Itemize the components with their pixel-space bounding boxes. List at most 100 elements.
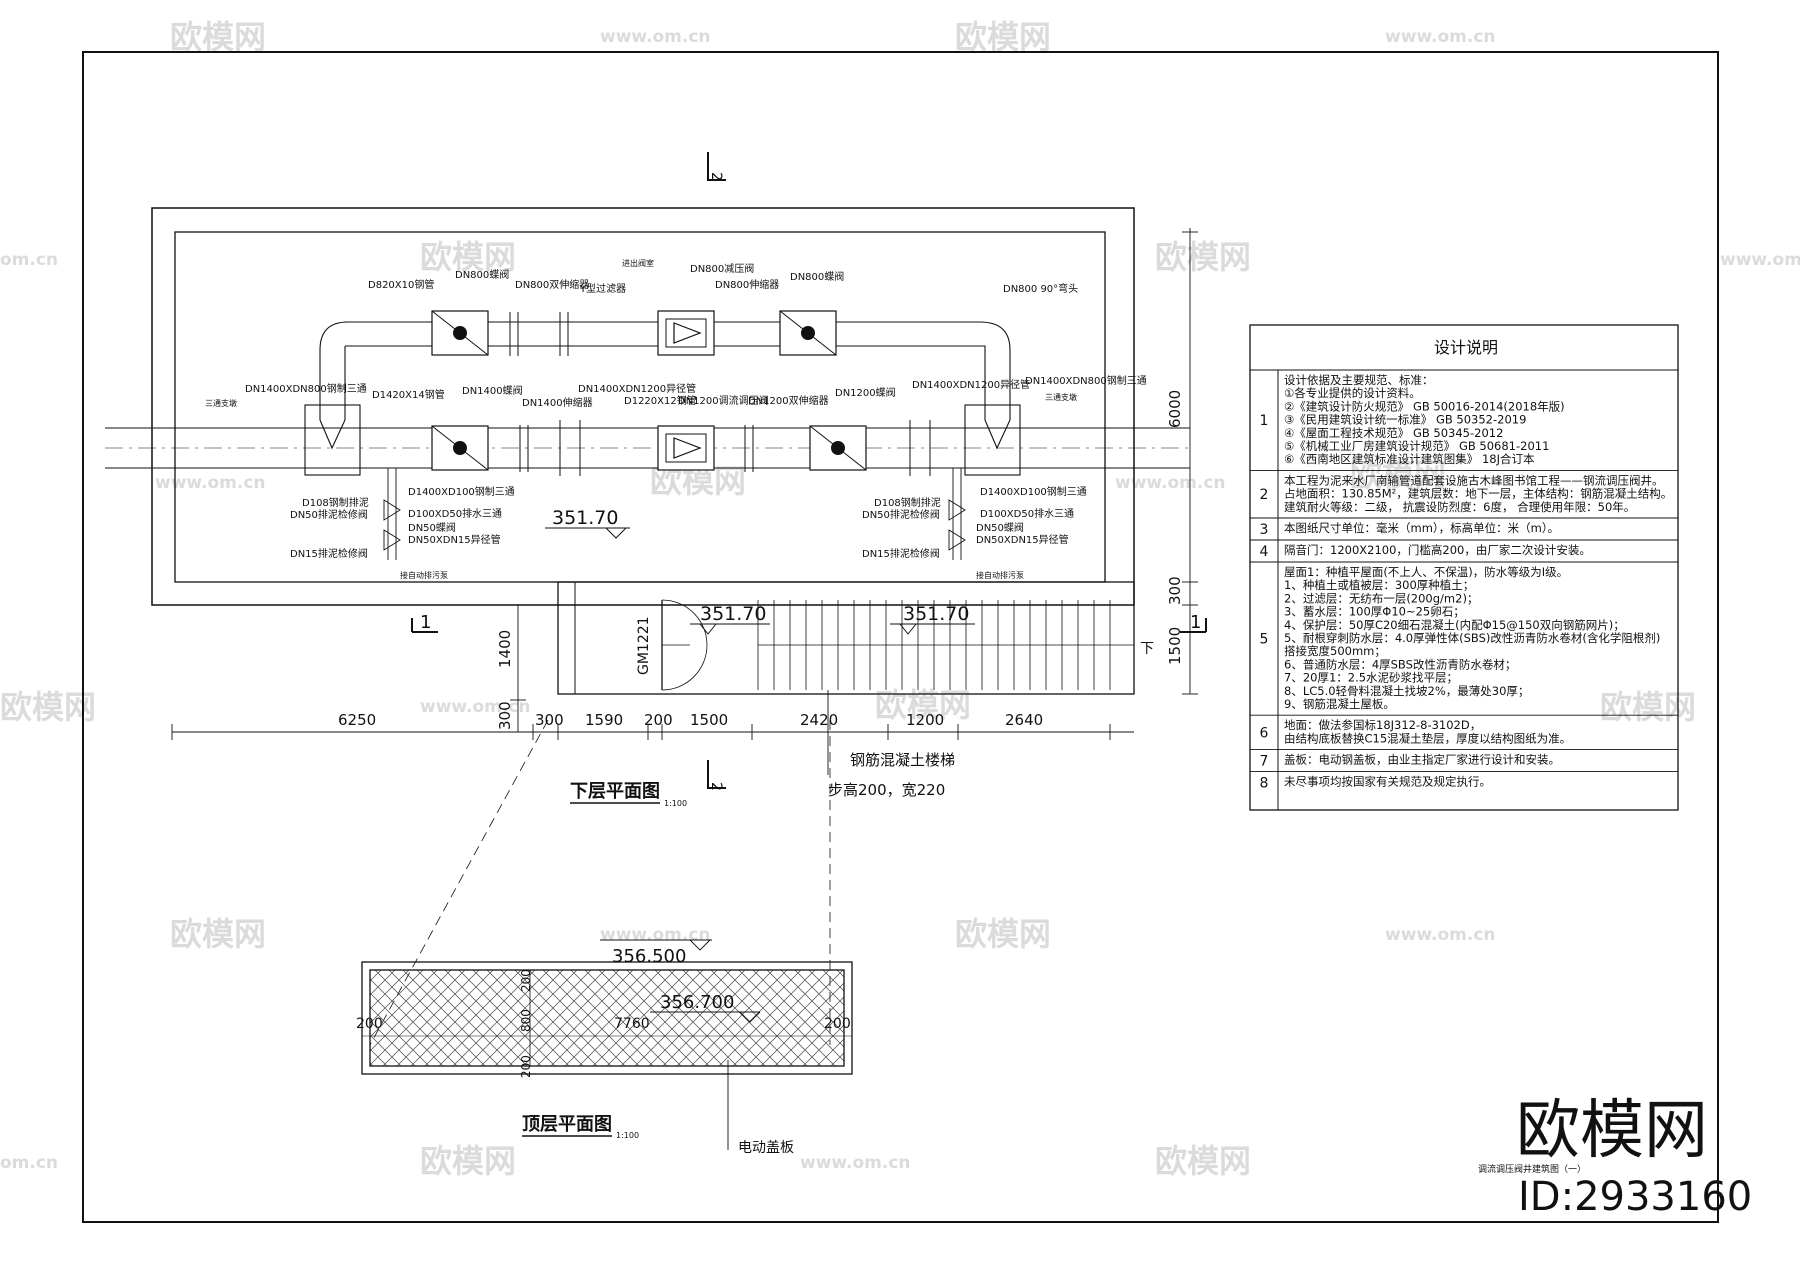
notes-row-number: 2 bbox=[1260, 487, 1269, 503]
elevation-marks: 351.70 351.70 351.70 bbox=[545, 507, 975, 635]
pipe-label: D820X10钢管 bbox=[368, 278, 434, 291]
pipe-label: 进出阀室 bbox=[622, 258, 654, 268]
pipe-label: DN800伸缩器 bbox=[715, 278, 779, 291]
watermark-brand: 欧模网 bbox=[1350, 456, 1446, 494]
watermark-layer: 欧模网 欧模网 www.om.cn www.om.cn om.cn 欧模网 ww… bbox=[0, 18, 1800, 1180]
notes-row-number: 3 bbox=[1260, 522, 1269, 538]
lower-plan: 下 GM1221 bbox=[105, 152, 1207, 808]
notes-row-line: ⑥《西南地区建筑标准设计建筑图集》 18J合订本 bbox=[1284, 452, 1535, 466]
watermark-url: www.om.cn bbox=[1385, 925, 1496, 945]
watermark-url: om.cn bbox=[0, 250, 58, 270]
watermark-url: www.om.cn bbox=[600, 27, 711, 47]
pipe-label: DN800双伸缩器 bbox=[515, 278, 589, 291]
watermark-url: www.om.cn bbox=[155, 473, 266, 493]
watermark-brand: 欧模网 bbox=[875, 686, 971, 724]
watermark-url: www.om.cn bbox=[1115, 473, 1226, 493]
notes-row-line: ①各专业提供的设计资料。 bbox=[1284, 386, 1421, 400]
top-plan-title: 顶层平面图 bbox=[522, 1114, 612, 1135]
pipe-label: DN800减压阀 bbox=[690, 262, 754, 275]
notes-row-line: 建筑耐火等级：二级， 抗震设防烈度：6度， 合理使用年限：50年。 bbox=[1284, 500, 1635, 514]
svg-text:D100XD50排水三通: D100XD50排水三通 bbox=[980, 507, 1074, 520]
notes-row-line: 设计依据及主要规范、标准： bbox=[1284, 373, 1434, 387]
section-mark-2: 2 bbox=[708, 172, 724, 181]
watermark-brand: 欧模网 bbox=[420, 238, 516, 276]
labels-left-branch: D108钢制排泥 DN50排泥检修阀 DN50蝶阀 DN50XDN15异径管 D… bbox=[290, 485, 515, 580]
svg-text:接自动排污泵: 接自动排污泵 bbox=[400, 570, 448, 580]
svg-text:DN50排泥检修阀: DN50排泥检修阀 bbox=[290, 508, 368, 521]
watermark-logo-2: 欧模网 bbox=[955, 18, 1051, 56]
pipe-label: D1220X12钢管 bbox=[624, 394, 697, 407]
id-label: ID:2933160 bbox=[1518, 1174, 1752, 1220]
watermark-brand: 欧模网 bbox=[1155, 238, 1251, 276]
pipe-label: DN1400XDN800钢制三通 bbox=[1025, 374, 1147, 387]
pipe-label: 三通支墩 bbox=[205, 398, 237, 408]
svg-text:1200: 1200 bbox=[906, 711, 944, 729]
labels-right-branch: D108钢制排泥 DN50排泥检修阀 DN50蝶阀 DN50XDN15异径管 D… bbox=[862, 485, 1087, 580]
notes-row-line: 隔音门：1200X2100，门槛高200，由厂家二次设计安装。 bbox=[1284, 543, 1591, 557]
svg-text:300: 300 bbox=[496, 701, 514, 730]
section-marks bbox=[411, 152, 1207, 789]
stair-note: 钢筋混凝土楼梯 bbox=[850, 751, 955, 769]
dimension-bottom-values: 6250 300 1590 200 1500 2420 1200 2640 bbox=[338, 711, 1043, 729]
svg-text:DN50蝶阀: DN50蝶阀 bbox=[976, 521, 1024, 534]
notes-row-line: 2、过滤层：无纺布一层(200g/m2)； bbox=[1284, 591, 1478, 605]
notes-row-line: 地面：做法参国标18J312-8-3102D， bbox=[1284, 718, 1481, 732]
svg-text:2420: 2420 bbox=[800, 711, 838, 729]
elevation-label: 351.70 bbox=[700, 603, 766, 625]
section-mark-2: 2 bbox=[708, 782, 724, 791]
labels-top: D820X10钢管 DN800蝶阀 DN800双伸缩器 Y型过滤器 DN800减… bbox=[368, 258, 1078, 295]
svg-text:D100XD50排水三通: D100XD50排水三通 bbox=[408, 507, 502, 520]
notes-row-number: 5 bbox=[1260, 632, 1269, 648]
pipe-label: DN800蝶阀 bbox=[455, 268, 509, 281]
door-code: GM1221 bbox=[636, 616, 652, 675]
labels-bottom-row: DN1400XDN800钢制三通 D1420X14钢管 DN1400蝶阀 DN1… bbox=[205, 374, 1147, 409]
stair-direction: 下 bbox=[1140, 641, 1154, 657]
svg-text:1500: 1500 bbox=[690, 711, 728, 729]
svg-text:200: 200 bbox=[519, 969, 533, 992]
valve-dn800-right bbox=[779, 310, 837, 356]
svg-text:200: 200 bbox=[356, 1016, 383, 1032]
pipe-label: DN1400蝶阀 bbox=[462, 384, 523, 397]
notes-row-line: 6、普通防水层：4厚SBS改性沥青防水卷材； bbox=[1284, 657, 1516, 671]
brand-watermark: 欧模网 bbox=[1516, 1094, 1708, 1168]
watermark-url: om.cn bbox=[0, 1153, 58, 1173]
notes-row-line: 搭接宽度500mm； bbox=[1284, 644, 1386, 658]
pipe-label: Y型过滤器 bbox=[579, 282, 626, 295]
svg-text:200: 200 bbox=[519, 1055, 533, 1078]
pipe-label: D1420X14钢管 bbox=[372, 388, 445, 401]
pipe-label: DN1400XDN800钢制三通 bbox=[245, 382, 367, 395]
dimension-bottom bbox=[171, 724, 1134, 740]
notes-title: 设计说明 bbox=[1434, 338, 1498, 357]
door-gm1221 bbox=[661, 599, 708, 691]
watermark-url: www.om.cn bbox=[1385, 27, 1496, 47]
notes-row-number: 4 bbox=[1260, 544, 1269, 560]
watermark-url: www.om.cn bbox=[1720, 250, 1800, 270]
notes-row-number: 8 bbox=[1260, 776, 1269, 792]
svg-text:200: 200 bbox=[644, 711, 673, 729]
stair-shaft-outer bbox=[557, 581, 1135, 695]
notes-row-line: 3、蓄水层：100厚Φ10~25卵石； bbox=[1284, 605, 1465, 619]
top-plan-scale: 1:100 bbox=[616, 1131, 639, 1140]
pipe-label: DN1200蝶阀 bbox=[835, 386, 896, 399]
sheet-title: 调流调压阀井建筑图（一） bbox=[1478, 1163, 1586, 1175]
watermark-brand: 欧模网 bbox=[0, 688, 96, 726]
pipe-label: DN1400XDN1200异径管 bbox=[912, 378, 1030, 391]
flanges bbox=[509, 312, 931, 476]
pipe-label: DN1400伸缩器 bbox=[522, 396, 593, 409]
valve-dn1400-left bbox=[431, 425, 489, 471]
watermark-url: www.om.cn bbox=[600, 925, 711, 945]
notes-row-number: 1 bbox=[1260, 413, 1269, 429]
notes-row-line: 1、种植土或植被层：300厚种植土； bbox=[1284, 578, 1474, 592]
notes-row-number: 7 bbox=[1260, 754, 1269, 770]
pipe-label: DN1200调流调压阀 bbox=[678, 394, 769, 407]
top-plan-note: 电动盖板 bbox=[738, 1140, 794, 1156]
notes-row-number: 6 bbox=[1260, 725, 1269, 741]
notes-row-line: 4、保护层：50厚C20细石混凝土(内配Φ15@150双向钢筋网片)； bbox=[1284, 618, 1625, 632]
svg-text:2640: 2640 bbox=[1005, 711, 1043, 729]
sheet-border bbox=[82, 51, 1719, 1223]
svg-text:D1400XD100钢制三通: D1400XD100钢制三通 bbox=[408, 485, 515, 498]
watermark-brand: 欧模网 bbox=[1600, 688, 1696, 726]
svg-text:D108钢制排泥: D108钢制排泥 bbox=[302, 496, 369, 509]
